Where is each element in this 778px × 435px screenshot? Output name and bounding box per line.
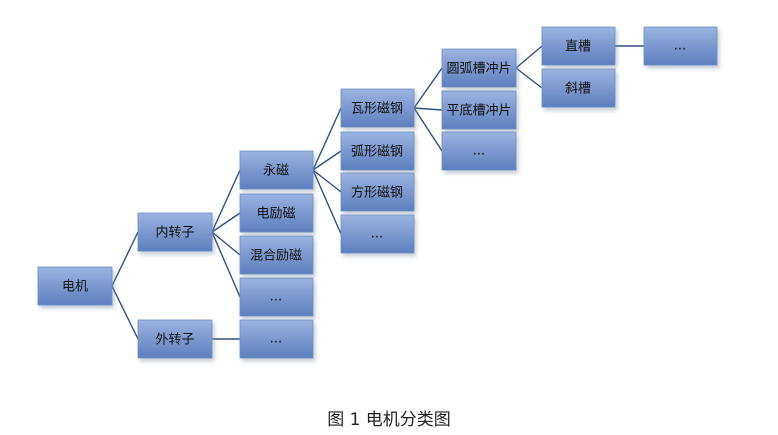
node-lamination-more: ...: [441, 131, 517, 171]
svg-text:...: ...: [473, 144, 485, 159]
edge-tile-flatslot: [413, 107, 443, 111]
figure-caption: 图 1 电机分类图: [327, 410, 451, 430]
node-magnet-more: ...: [340, 214, 415, 254]
edge-motor-outer: [111, 285, 139, 340]
svg-text:圆弧槽冲片: 圆弧槽冲片: [446, 62, 511, 77]
node-skewed-slot: 斜槽: [541, 68, 616, 108]
svg-text:方形磁钢: 方形磁钢: [351, 185, 403, 201]
svg-text:...: ...: [270, 290, 282, 305]
node-straight-slot: 直槽: [541, 26, 616, 66]
node-electric-excitation: 电励磁: [239, 193, 314, 233]
connector-lines: [111, 45, 644, 340]
edge-pm-tile: [312, 107, 342, 171]
node-inner-more: ...: [239, 277, 314, 317]
edge-tile-arcslot: [413, 67, 443, 109]
node-flat-slot-lamination: 平底槽冲片: [441, 90, 517, 130]
edge-pm-square: [312, 169, 342, 193]
node-motor: 电机: [37, 266, 113, 306]
edge-motor-inner: [111, 231, 139, 287]
svg-text:外转子: 外转子: [155, 333, 194, 348]
node-outer-rotor: 外转子: [137, 319, 213, 359]
edge-inner-ee: [211, 212, 241, 233]
edge-pm-more: [312, 169, 342, 235]
svg-text:电机: 电机: [62, 280, 88, 295]
edge-pm-arc: [312, 150, 342, 171]
svg-text:弧形磁钢: 弧形磁钢: [351, 145, 403, 160]
svg-text:内转子: 内转子: [155, 225, 194, 241]
svg-text:...: ...: [674, 39, 686, 54]
svg-text:混合励磁: 混合励磁: [250, 249, 302, 264]
node-inner-rotor: 内转子: [137, 212, 213, 252]
node-permanent-magnet: 永磁: [239, 150, 314, 190]
node-tile-magnet: 瓦形磁钢: [340, 88, 415, 128]
node-hybrid-excitation: 混合励磁: [239, 235, 314, 275]
node-arc-magnet: 弧形磁钢: [340, 131, 415, 171]
node-square-magnet: 方形磁钢: [340, 172, 415, 212]
svg-text:电励磁: 电励磁: [256, 207, 295, 222]
svg-text:...: ...: [270, 332, 282, 347]
svg-text:永磁: 永磁: [263, 164, 289, 179]
node-arc-slot-lamination: 圆弧槽冲片: [441, 48, 517, 88]
svg-text:瓦形磁钢: 瓦形磁钢: [351, 102, 403, 117]
edge-tile-more: [413, 107, 443, 152]
edge-inner-pm: [211, 169, 241, 233]
node-outer-more: ...: [239, 319, 314, 359]
edge-arcslot-skewed: [515, 67, 543, 89]
node-slot-more: ...: [643, 26, 718, 66]
svg-text:斜槽: 斜槽: [565, 82, 591, 97]
edge-inner-more: [211, 231, 241, 298]
svg-text:直槽: 直槽: [565, 40, 591, 55]
edge-inner-he: [211, 231, 241, 256]
svg-text:平底槽冲片: 平底槽冲片: [446, 103, 511, 119]
edge-arcslot-straight: [515, 45, 543, 69]
svg-text:...: ...: [371, 227, 383, 242]
